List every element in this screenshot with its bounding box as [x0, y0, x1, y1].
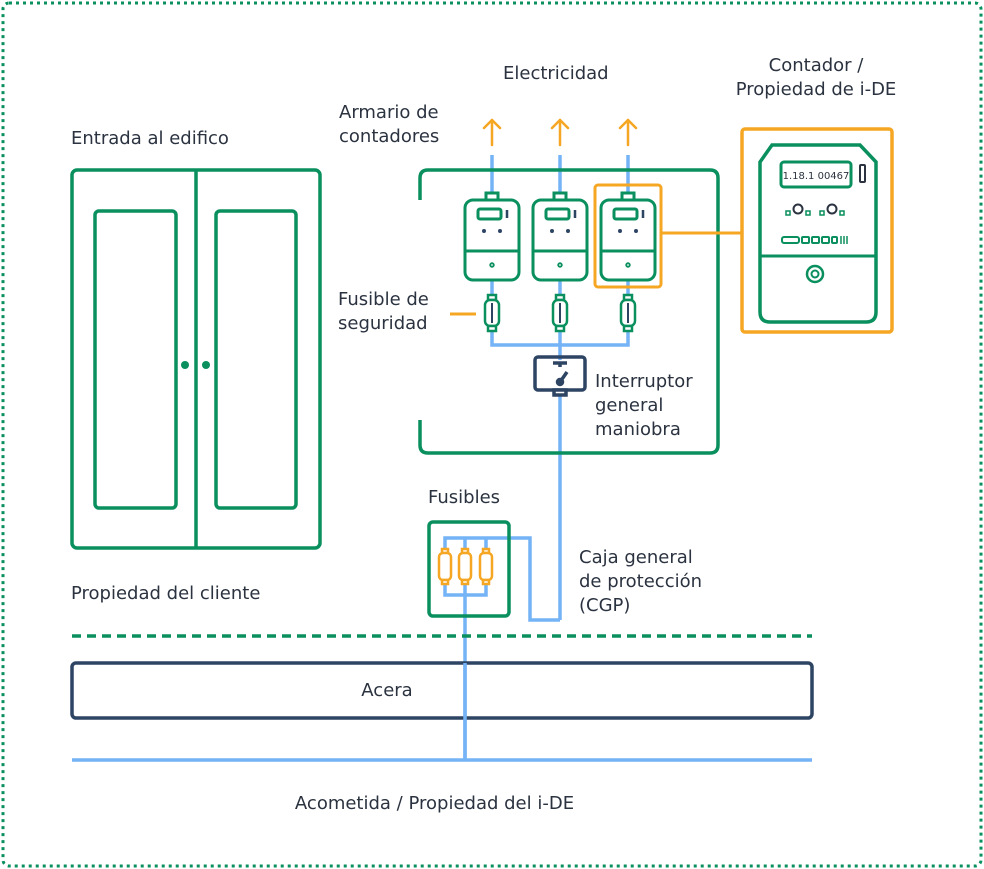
switch-icon [533, 355, 587, 397]
meter-highlight [593, 183, 663, 289]
electric-meter-icon [531, 191, 589, 282]
meter-cabinet-label: Armario de contadores [339, 102, 440, 147]
meter-cabinet [418, 168, 720, 455]
fuse-icon [478, 547, 494, 586]
service-line-label: Acometida / Propiedad del i-DE [294, 793, 575, 814]
fuse-icon [457, 547, 473, 586]
fuse-icon [619, 293, 637, 333]
fuse-icon [483, 293, 501, 333]
building-entrance-label: Entrada al edifico [71, 128, 229, 149]
fuse-icon [551, 293, 569, 333]
cgp-box [427, 520, 511, 618]
meter-owner-label: Contador / Propiedad de i-DE [735, 55, 897, 100]
sidewalk-box [70, 661, 814, 720]
fuse-icon [437, 547, 453, 586]
electric-meter-icon: 1.18.1 00467 [740, 127, 894, 334]
wiring [72, 155, 812, 762]
fuses-label: Fusibles [428, 487, 501, 508]
client-property-label: Propiedad del cliente [71, 583, 261, 604]
electricity-label: Electricidad [503, 63, 609, 84]
main-switch-label: Interruptor general maniobra [595, 371, 693, 440]
sidewalk-label: Acera [361, 680, 413, 701]
arrow-up-icon [482, 118, 638, 147]
electric-meter-icon [599, 191, 657, 282]
double-door-icon [70, 168, 322, 550]
meter-display-reading: 1.18.1 00467 [783, 171, 850, 182]
safety-fuse-label: Fusible de seguridad [338, 289, 429, 334]
cgp-label: Caja general de protección (CGP) [579, 547, 703, 616]
electric-meter-icon [463, 191, 521, 282]
